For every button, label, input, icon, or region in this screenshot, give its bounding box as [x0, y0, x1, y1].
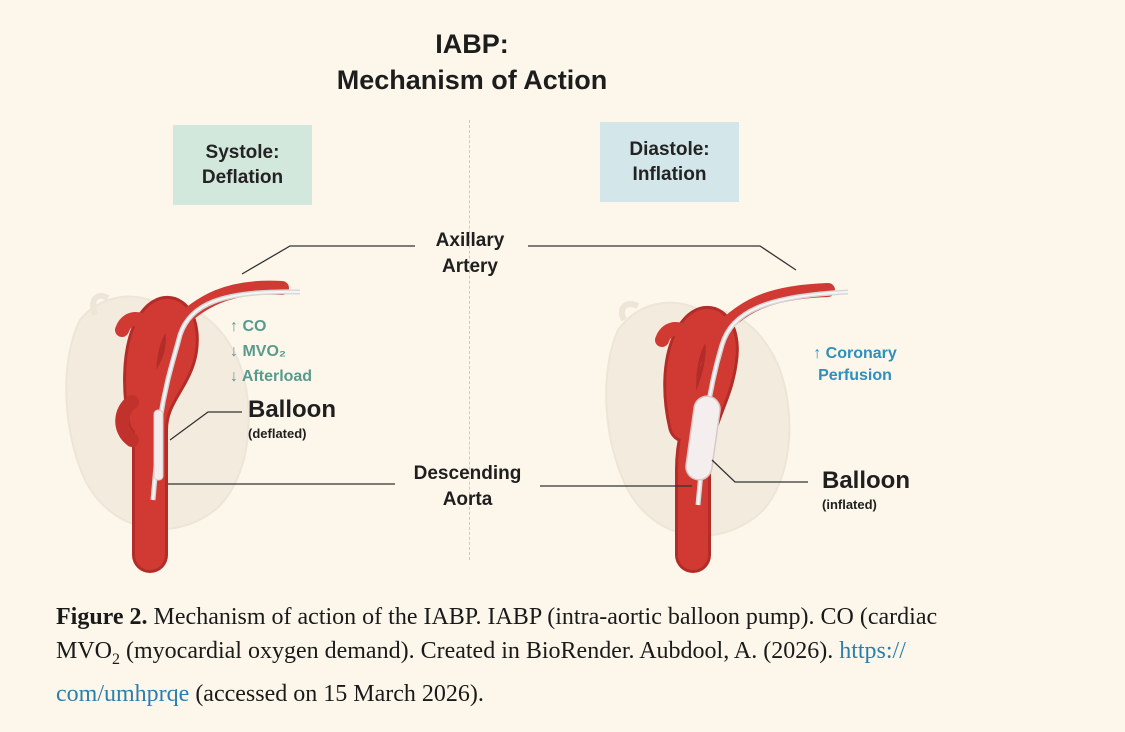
catheter-left — [150, 289, 301, 501]
figure-caption: Figure 2. Mechanism of action of the IAB… — [56, 600, 1125, 711]
caption-line-3-text: (accessed on 15 March 2026). — [189, 680, 484, 707]
systole-label-line-2: Deflation — [201, 167, 284, 188]
title-line-2: Mechanism of Action — [336, 65, 608, 95]
leader-lines — [168, 245, 808, 487]
diastole-effects-list: ↑ Coronary Perfusion — [800, 343, 910, 387]
balloon-word-left: Balloon — [248, 396, 336, 423]
diastole-effect-line-2: Perfusion — [818, 367, 892, 384]
balloon-word-right: Balloon — [822, 467, 910, 494]
diastole-effect-line-1: ↑ Coronary — [813, 345, 897, 362]
balloon-state-inflated: (inflated) — [822, 497, 877, 512]
descending-line-2: Aorta — [442, 489, 493, 510]
diastole-label-line-1: Diastole: — [629, 139, 710, 160]
center-divider — [469, 120, 470, 560]
caption-link-part-1[interactable]: https:// — [839, 638, 906, 664]
caption-line-1-text: Mechanism of action of the IABP. IABP (i… — [147, 604, 938, 630]
figure-label: Figure 2. — [56, 604, 148, 630]
axillary-artery-label: Axillary Artery — [405, 228, 535, 280]
balloon-label-right: Balloon (inflated) — [822, 467, 910, 515]
axillary-line-1: Axillary — [435, 230, 505, 251]
title-line-1: IABP: — [435, 29, 509, 59]
caption-line-3: com/umhprqe (accessed on 15 March 2026). — [56, 677, 1125, 711]
balloon-inflated-shape — [685, 395, 721, 481]
diastole-phase-box: Diastole: Inflation — [600, 122, 739, 202]
systole-effect-mvo2: ↓ MVO₂ — [230, 343, 286, 360]
balloon-label-left: Balloon (deflated) — [248, 396, 336, 444]
caption-mvo-subscript: 2 — [112, 650, 121, 668]
caption-line-1: Figure 2. Mechanism of action of the IAB… — [56, 600, 1125, 634]
systole-effects-list: ↑ CO ↓ MVO₂ ↓ Afterload — [230, 314, 312, 389]
caption-link-part-2[interactable]: com/umhprqe — [56, 680, 190, 707]
iabp-illustration — [65, 245, 849, 573]
descending-line-1: Descending — [413, 463, 522, 484]
caption-mvo-prefix: MVO — [56, 638, 113, 664]
diagram-title: IABP: Mechanism of Action — [272, 26, 672, 98]
systole-label-line-1: Systole: — [205, 142, 280, 163]
aorta-left — [115, 280, 289, 573]
caption-line-2: MVO2 (myocardial oxygen demand). Created… — [56, 634, 1125, 677]
systole-phase-box: Systole: Deflation — [173, 125, 312, 205]
systole-effect-afterload: ↓ Afterload — [230, 368, 313, 385]
descending-aorta-label: Descending Aorta — [395, 461, 540, 513]
systole-effect-co: ↑ CO — [230, 318, 267, 335]
axillary-line-2: Artery — [442, 256, 498, 277]
balloon-deflated-shape — [153, 409, 164, 481]
diastole-label-line-2: Inflation — [632, 164, 707, 185]
catheter-right — [685, 289, 849, 506]
caption-line-2-text: (myocardial oxygen demand). Created in B… — [120, 638, 840, 664]
balloon-state-deflated: (deflated) — [248, 426, 307, 441]
